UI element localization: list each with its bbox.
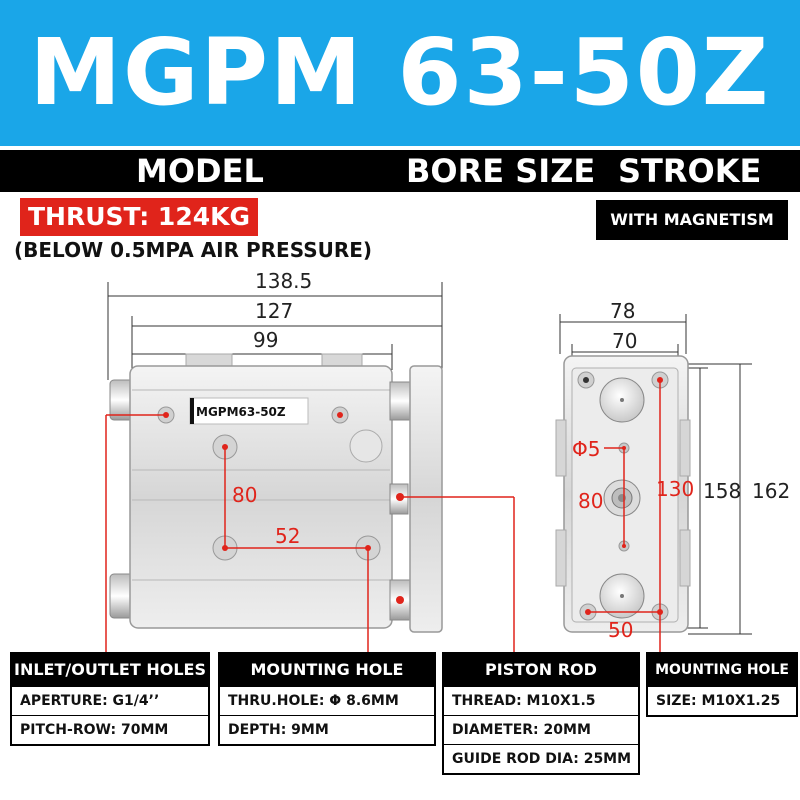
dim-vertical-spacing: 80 <box>232 483 257 507</box>
spec-piston-heading: PISTON ROD <box>444 654 638 686</box>
spec-mounting-heading: MOUNTING HOLE <box>220 654 434 686</box>
dim-horizontal-spacing: 52 <box>275 524 300 548</box>
front-view-red-dims <box>588 380 661 654</box>
dim-overall-length: 138.5 <box>255 269 312 293</box>
dim-body-length: 127 <box>255 299 293 323</box>
side-view-body <box>109 353 443 633</box>
spec-box-inlet: INLET/OUTLET HOLES APERTURE: G1/4’’ PITC… <box>10 652 210 746</box>
spec-inlet-pitch: PITCH-ROW: 70MM <box>12 715 208 744</box>
spec-front-mounting-heading: MOUNTING HOLE <box>648 654 796 686</box>
spec-box-mounting-hole: MOUNTING HOLE THRU.HOLE: Φ 8.6MM DEPTH: … <box>218 652 436 746</box>
spec-piston-thread: THREAD: M10X1.5 <box>444 686 638 715</box>
spec-mounting-depth: DEPTH: 9MM <box>220 715 434 744</box>
side-view-dimensions: 138.5 127 99 <box>107 269 443 380</box>
thrust-badge: THRUST: 124KG <box>20 198 258 236</box>
spec-piston-diameter: DIAMETER: 20MM <box>444 715 638 744</box>
dim-front-inner: 70 <box>612 329 637 353</box>
dim-front-80: 80 <box>578 489 603 513</box>
spec-inlet-heading: INLET/OUTLET HOLES <box>12 654 208 686</box>
header-bar <box>0 150 800 192</box>
side-view-label: MGPM63-50Z <box>196 405 286 419</box>
title-banner <box>0 0 800 146</box>
dim-front-width: 78 <box>610 299 635 323</box>
spec-box-piston-rod: PISTON ROD THREAD: M10X1.5 DIAMETER: 20M… <box>442 652 640 775</box>
model-label: MODEL <box>136 152 264 190</box>
side-view-red-dims <box>105 414 515 654</box>
bore-size-label: BORE SIZE <box>406 152 596 190</box>
magnetism-badge: WITH MAGNETISM <box>596 200 788 240</box>
dim-height-162: 162 <box>752 479 790 503</box>
spec-box-mounting-hole-front: MOUNTING HOLE SIZE: M10X1.25 <box>646 652 798 717</box>
stroke-label: STROKE <box>618 152 762 190</box>
dim-front-50: 50 <box>608 618 633 642</box>
dim-height-158: 158 <box>703 479 741 503</box>
spec-piston-guide-rod: GUIDE ROD DIA: 25MM <box>444 744 638 773</box>
dim-hole-pitch: 99 <box>253 328 278 352</box>
model-title: MGPM 63-50Z <box>29 19 771 126</box>
spec-inlet-aperture: APERTURE: G1/4’’ <box>12 686 208 715</box>
thrust-note: (BELOW 0.5MPA AIR PRESSURE) <box>14 238 373 262</box>
spec-front-mounting-size: SIZE: M10X1.25 <box>648 686 796 715</box>
dim-front-130: 130 <box>656 477 694 501</box>
front-view-body <box>555 355 691 633</box>
dim-hole-diameter: Φ5 <box>572 437 600 461</box>
spec-mounting-thru-hole: THRU.HOLE: Φ 8.6MM <box>220 686 434 715</box>
